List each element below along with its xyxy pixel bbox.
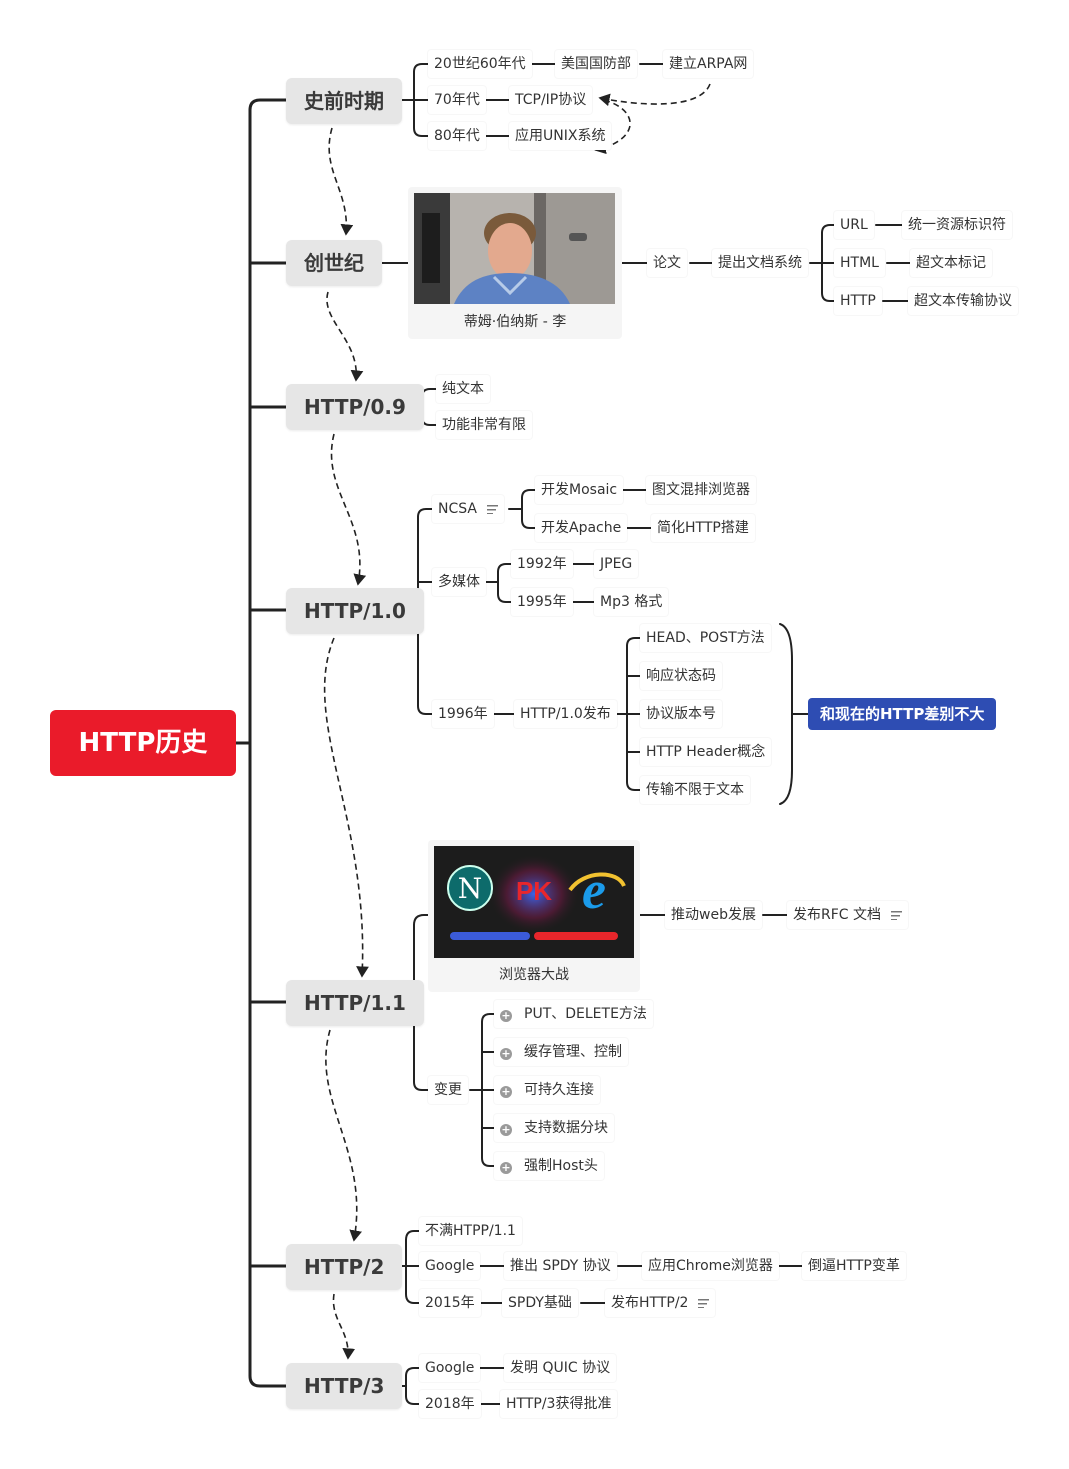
topic-url-desc[interactable]: 统一资源标识符 [902,211,1012,239]
http2-release-label: 发布HTTP/2 [611,1295,689,1311]
topic-1970s[interactable]: 70年代 [428,86,486,114]
topic-cache[interactable]: + 缓存管理、控制 [494,1038,628,1066]
topic-jpeg[interactable]: JPEG [594,550,639,578]
topic-http3-approved[interactable]: HTTP/3获得批准 [500,1390,618,1418]
expand-icon[interactable]: + [500,1047,512,1060]
era-http3[interactable]: HTTP/3 [286,1363,403,1409]
topic-put-delete[interactable]: + PUT、DELETE方法 [494,1000,653,1028]
topic-unsatisfied[interactable]: 不满HTPP/1.1 [419,1217,522,1245]
keepalive-label: 可持久连接 [524,1082,594,1098]
topic-html-desc[interactable]: 超文本标记 [910,249,992,277]
cache-label: 缓存管理、控制 [524,1044,622,1060]
topic-version[interactable]: 协议版本号 [640,700,722,728]
topic-mp3[interactable]: Mp3 格式 [594,588,669,616]
topic-apache[interactable]: 开发Apache [535,514,628,542]
topic-google-2[interactable]: Google [419,1252,481,1280]
expand-icon[interactable]: + [500,1085,512,1098]
topic-1960s[interactable]: 20世纪60年代 [428,50,532,78]
browser-war-card[interactable]: N PK e 浏览器大战 [428,840,640,992]
topic-quic[interactable]: 发明 QUIC 协议 [504,1354,617,1382]
topic-push-web[interactable]: 推动web发展 [665,901,762,929]
topic-http-desc[interactable]: 超文本传输协议 [908,287,1018,315]
topic-google-3[interactable]: Google [419,1354,481,1382]
topic-paper[interactable]: 论文 [647,249,687,277]
photo-caption: 蒂姆·伯纳斯 - 李 [463,314,567,330]
topic-arpanet[interactable]: 建立ARPA网 [663,50,754,78]
topic-mosaic[interactable]: 开发Mosaic [535,476,624,504]
topic-head-post[interactable]: HEAD、POST方法 [640,624,771,652]
photo-card[interactable]: 蒂姆·伯纳斯 - 李 [408,187,622,339]
era-prehistory[interactable]: 史前时期 [286,78,402,124]
era-genesis[interactable]: 创世纪 [286,240,382,286]
note-icon[interactable] [486,504,498,514]
ie-icon: e [582,860,606,920]
topic-apache-desc[interactable]: 简化HTTP搭建 [651,514,755,542]
topic-multimedia[interactable]: 多媒体 [432,568,486,596]
topic-html[interactable]: HTML [834,249,885,277]
topic-force-change[interactable]: 倒逼HTTP变革 [802,1252,906,1280]
note-icon[interactable] [891,910,903,920]
root-node[interactable]: HTTP历史 [50,710,236,776]
pk-text: PK [516,876,552,906]
host-header-label: 强制Host头 [524,1158,598,1174]
topic-ncsa[interactable]: NCSA [432,495,504,523]
topic-1992[interactable]: 1992年 [511,550,573,578]
browser-war-image: N PK e [434,846,634,958]
note-icon[interactable] [698,1298,710,1308]
summary-node[interactable]: 和现在的HTTP差别不大 [808,698,997,730]
topic-chunked[interactable]: + 支持数据分块 [494,1114,614,1142]
topic-1980s[interactable]: 80年代 [428,122,486,150]
topic-spdy-basis[interactable]: SPDY基础 [502,1289,578,1317]
topic-spdy[interactable]: 推出 SPDY 协议 [504,1252,617,1280]
era-http09[interactable]: HTTP/0.9 [286,384,424,430]
era-http10[interactable]: HTTP/1.0 [286,588,424,634]
topic-unix[interactable]: 应用UNIX系统 [509,122,612,150]
chunked-label: 支持数据分块 [524,1120,608,1136]
topic-2018[interactable]: 2018年 [419,1390,481,1418]
topic-host-header[interactable]: + 强制Host头 [494,1152,604,1180]
put-delete-label: PUT、DELETE方法 [524,1006,647,1022]
topic-2015[interactable]: 2015年 [419,1289,481,1317]
topic-http10-release[interactable]: HTTP/1.0发布 [514,700,617,728]
topic-plain-text[interactable]: 纯文本 [436,375,490,403]
topic-changes[interactable]: 变更 [428,1076,468,1104]
ncsa-label: NCSA [438,501,477,517]
era-http2[interactable]: HTTP/2 [286,1244,403,1290]
topic-mosaic-desc[interactable]: 图文混排浏览器 [646,476,756,504]
netscape-icon: N [458,872,483,905]
topic-keepalive[interactable]: + 可持久连接 [494,1076,600,1104]
topic-rfc[interactable]: 发布RFC 文档 [787,901,909,929]
browser-war-caption: 浏览器大战 [499,967,569,983]
topic-header[interactable]: HTTP Header概念 [640,738,772,766]
expand-icon[interactable]: + [500,1009,512,1022]
topic-tcpip[interactable]: TCP/IP协议 [509,86,593,114]
tim-berners-lee-photo [414,193,615,304]
topic-chrome[interactable]: 应用Chrome浏览器 [642,1252,779,1280]
topic-http2-release[interactable]: 发布HTTP/2 [605,1289,716,1317]
topic-1995[interactable]: 1995年 [511,588,573,616]
topic-status-code[interactable]: 响应状态码 [640,662,722,690]
topic-url[interactable]: URL [834,211,874,239]
topic-http[interactable]: HTTP [834,287,882,315]
expand-icon[interactable]: + [500,1123,512,1136]
topic-document-system[interactable]: 提出文档系统 [712,249,808,277]
rfc-label: 发布RFC 文档 [793,907,882,923]
topic-1996[interactable]: 1996年 [432,700,494,728]
topic-not-only-text[interactable]: 传输不限于文本 [640,776,750,804]
expand-icon[interactable]: + [500,1161,512,1174]
topic-limited[interactable]: 功能非常有限 [436,411,532,439]
topic-dod[interactable]: 美国国防部 [555,50,637,78]
era-http11[interactable]: HTTP/1.1 [286,980,424,1026]
